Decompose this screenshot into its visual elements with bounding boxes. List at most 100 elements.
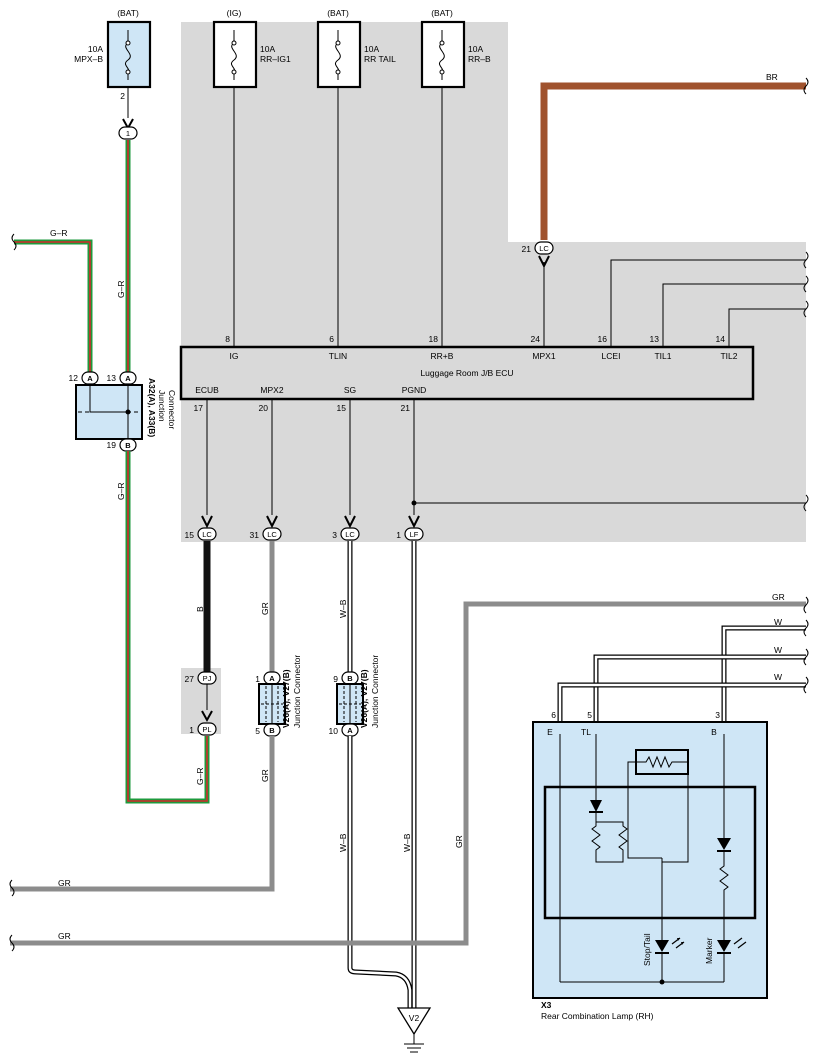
fuse-name: MPX–B	[74, 54, 103, 64]
connector-pl1: PL 1	[189, 722, 217, 736]
wire-br	[540, 82, 806, 240]
ecu-pin-label: TLIN	[329, 351, 347, 361]
wire-w-e	[558, 683, 806, 722]
fuse-source: (IG)	[227, 8, 242, 18]
ecu-pin-label: PGND	[402, 385, 427, 395]
connector-num: 1	[189, 725, 194, 735]
fuse-pin: 2	[120, 91, 125, 101]
wire-color-gr-top: G–R	[50, 228, 67, 238]
pin-id: B	[125, 441, 131, 450]
pin-id: A	[125, 374, 131, 383]
ecu-pin-label: ECUB	[195, 385, 219, 395]
wire-break	[803, 494, 809, 512]
lamp-pin-number: 5	[587, 710, 592, 720]
junction-desc: Connector	[167, 390, 177, 429]
wire-break	[803, 77, 809, 95]
connector-id: LF	[410, 530, 419, 539]
ecu-box: Luggage Room J/B ECU	[179, 345, 755, 401]
wire-break	[803, 596, 809, 614]
pin-num: 12	[69, 373, 79, 383]
fuse-rating: 10A	[468, 44, 483, 54]
fuse-mpxb: (BAT) 10A MPX–B 2	[74, 8, 152, 101]
wire-color-wb: W–B	[402, 833, 412, 852]
jb-shaded-area	[181, 22, 806, 542]
ecu-pin-label: TIL1	[654, 351, 671, 361]
stop-tail-label: Stop/Tail	[642, 933, 652, 966]
connector-num: 21	[522, 244, 532, 254]
junction-v26-1: A 1 B 5 V26(A), V27(B) Junction Connecto…	[255, 655, 302, 737]
connector-num: 1	[126, 129, 130, 138]
fuse-rrtail: (BAT) 10A RR TAIL	[316, 8, 396, 89]
connector-id: LC	[539, 244, 549, 253]
wire-color-w: W	[774, 645, 782, 655]
connector-num: 31	[250, 530, 260, 540]
ecu-pin-number: 6	[329, 334, 334, 344]
ecu-pin-label: LCEI	[602, 351, 621, 361]
junction-v26-2: B 9 A 10 V26(A), V27(B) Junction Connect…	[329, 655, 380, 737]
wire-color-wb: W–B	[338, 599, 348, 618]
connector-num: 15	[185, 530, 195, 540]
pin-num: 1	[255, 674, 260, 684]
junction-desc: Junction Connector	[370, 655, 380, 728]
wire-lcei	[610, 259, 806, 347]
fuse-rating: 10A	[88, 44, 103, 54]
pin-num: 13	[107, 373, 117, 383]
wire-wb-sg-lower	[348, 736, 412, 1008]
ecu-pin-number: 13	[650, 334, 660, 344]
wire-break	[9, 879, 15, 897]
wire-color-gr: GR	[454, 835, 464, 848]
ecu-pin-label: TIL2	[720, 351, 737, 361]
lamp-pin-label: B	[711, 727, 717, 737]
ecu-pin-number: 21	[401, 403, 411, 413]
wire-color-gr: GR	[260, 602, 270, 615]
pin-id: B	[269, 726, 275, 735]
pin-num: 9	[333, 674, 338, 684]
fuse-source: (BAT)	[117, 8, 139, 18]
marker-label: Marker	[704, 937, 714, 964]
wire-color-b: B	[195, 606, 205, 612]
junction-name: A32(A), A33(B)	[147, 378, 157, 437]
lamp-code: X3	[541, 1000, 552, 1010]
connector-id: LC	[202, 530, 212, 539]
wire-color-gr: G–R	[195, 768, 205, 785]
junction-name: V26(A), V27(B)	[359, 669, 369, 728]
wire-gr-bottom2	[10, 601, 806, 946]
wire-color-gr: GR	[772, 592, 785, 602]
lamp-pin-label: TL	[581, 727, 591, 737]
junction-name: V26(A), V27(B)	[281, 669, 291, 728]
ground-label: V2	[409, 1013, 420, 1023]
ecu-pin-number: 18	[429, 334, 439, 344]
pin-id: B	[347, 674, 353, 683]
junction-desc: Junction Connector	[292, 655, 302, 728]
fuse-rrb: (BAT) 10A RR–B	[420, 8, 491, 89]
wire-w-b	[722, 626, 806, 722]
connector-id: PJ	[203, 674, 212, 683]
junction-a32-a33: A 12 A 13 B 19 A32(A), A33(B) Junction C…	[69, 371, 177, 452]
ecu-pin-number: 15	[337, 403, 347, 413]
wire-color-wb: W–B	[338, 833, 348, 852]
ecu-pin-number: 16	[598, 334, 608, 344]
lamp-pin-label: E	[547, 727, 553, 737]
connector-id: LC	[267, 530, 277, 539]
pin-num: 19	[107, 440, 117, 450]
pin-id: A	[269, 674, 275, 683]
fuse-rrig1: (IG) 10A RR–IG1	[212, 8, 291, 89]
fuse-source: (BAT)	[431, 8, 453, 18]
ecu-pin-number: 20	[259, 403, 269, 413]
wire-color-gr: GR	[58, 931, 71, 941]
ecu-pin-number: 8	[225, 334, 230, 344]
fuse-name: RR TAIL	[364, 54, 396, 64]
wire-color-gr: GR	[260, 769, 270, 782]
wire-break	[11, 233, 17, 251]
ecu-pin-label: MPX1	[532, 351, 555, 361]
wire-gr-left	[14, 239, 93, 372]
wire-color-w: W	[774, 672, 782, 682]
ecu-pin-label: IG	[230, 351, 239, 361]
fuse-rating: 10A	[364, 44, 379, 54]
fuse-rating: 10A	[260, 44, 275, 54]
connector-num: 3	[332, 530, 337, 540]
